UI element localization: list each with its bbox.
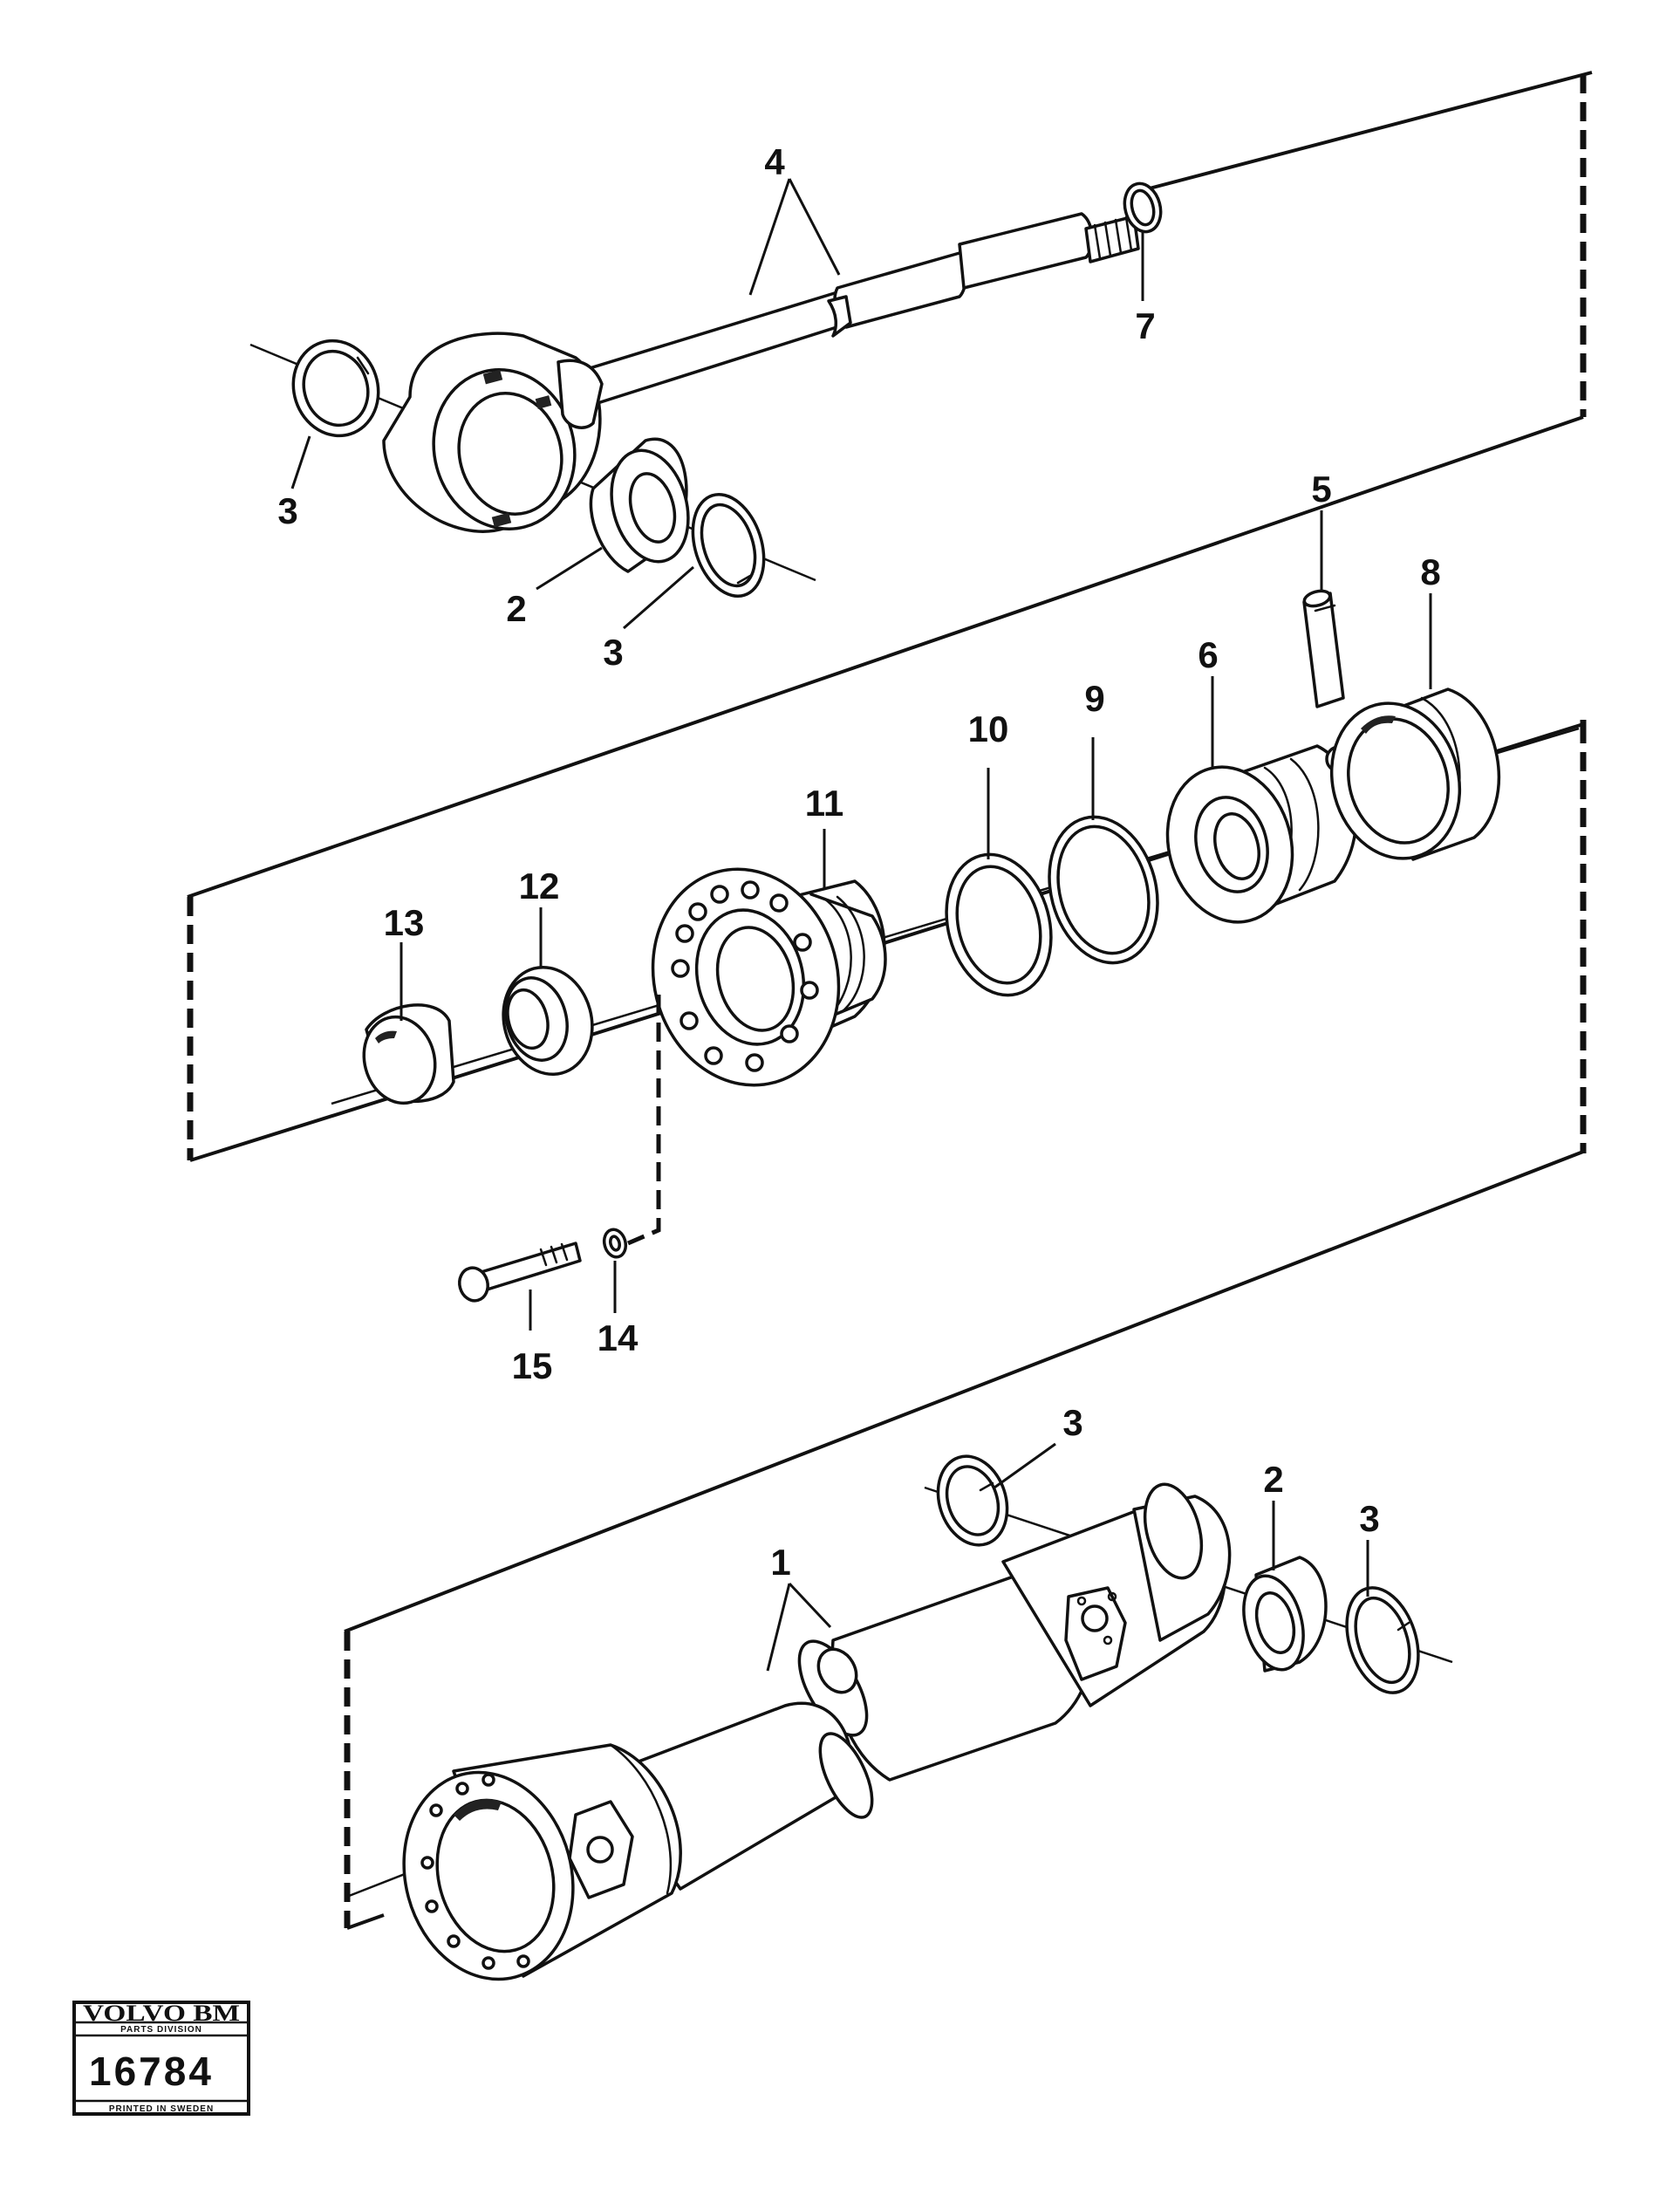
nut-rod xyxy=(1123,181,1163,234)
callout-3-rod-left: 3 xyxy=(277,490,297,531)
cylinder-tube-front xyxy=(402,1701,874,1981)
piston-rod-group: 4 3 2 3 7 xyxy=(187,71,1593,899)
callout-12: 12 xyxy=(519,865,560,906)
callout-7: 7 xyxy=(1135,305,1155,346)
pin-5 xyxy=(1302,589,1345,708)
callout-3-tube-right: 3 xyxy=(1359,1498,1379,1539)
tube-frame-line-top xyxy=(344,1150,1584,1633)
leader-1 xyxy=(766,1582,832,1672)
rod-eye xyxy=(382,332,602,533)
piston-head-group: 5 8 6 9 10 11 12 13 14 15 xyxy=(187,469,1587,1386)
callout-6: 6 xyxy=(1198,634,1218,675)
washer-14 xyxy=(602,1228,628,1259)
callout-8: 8 xyxy=(1420,551,1440,592)
badge-frame xyxy=(72,2001,250,2116)
ring-10 xyxy=(945,852,1053,997)
callout-11: 11 xyxy=(805,783,843,824)
piston-rod xyxy=(557,212,1140,429)
cylinder-head-11 xyxy=(651,867,887,1087)
callout-4: 4 xyxy=(764,141,785,182)
badge-division: PARTS DIVISION xyxy=(120,2025,202,2035)
callout-2-rod: 2 xyxy=(506,588,526,629)
ring-9 xyxy=(1048,815,1159,965)
badge-number: 16784 xyxy=(89,2049,214,2094)
callout-9: 9 xyxy=(1084,678,1104,719)
cylinder-tube-group: 1 3 2 3 xyxy=(344,724,1587,1981)
seal-12 xyxy=(502,965,594,1077)
snap-ring-tube-top xyxy=(936,1454,1009,1547)
leader-3-rod-left xyxy=(290,435,311,489)
snap-ring-rod-left xyxy=(291,339,380,438)
callout-10: 10 xyxy=(968,708,1009,749)
parts-division-badge: VOLVO BM PARTS DIVISION 16784 PRINTED IN… xyxy=(72,2001,250,2116)
tube-frame-line-bottom xyxy=(346,1913,385,1930)
bearing-tube xyxy=(1242,1556,1328,1673)
callout-2-tube: 2 xyxy=(1263,1459,1283,1500)
rod-frame-line-bottom xyxy=(187,415,1584,899)
seal-8 xyxy=(1329,688,1501,861)
wiper-13 xyxy=(362,1003,455,1105)
piston-6 xyxy=(1165,744,1358,924)
screw-dashed-connector xyxy=(627,995,661,1246)
badge-printed: PRINTED IN SWEDEN xyxy=(109,2104,214,2114)
cylinder-tube-rear xyxy=(797,1482,1232,1782)
leader-3-tube-top xyxy=(994,1442,1056,1489)
leader-3-rod-right xyxy=(623,565,694,630)
snap-ring-tube-right xyxy=(1345,1586,1420,1694)
callout-13: 13 xyxy=(384,902,425,943)
callout-3-tube-top: 3 xyxy=(1062,1402,1082,1443)
screw-15 xyxy=(458,1242,582,1303)
callout-15: 15 xyxy=(512,1345,553,1386)
rod-frame-line-top xyxy=(1142,71,1593,192)
bearing-rod xyxy=(589,437,690,573)
snap-ring-rod-right xyxy=(691,492,766,599)
callout-1: 1 xyxy=(770,1542,790,1583)
leader-2-rod xyxy=(536,546,603,591)
callout-14: 14 xyxy=(598,1317,639,1358)
callout-3-rod-right: 3 xyxy=(603,632,623,673)
leader-4 xyxy=(748,178,841,296)
callout-5: 5 xyxy=(1311,469,1331,510)
badge-brand: VOLVO BM xyxy=(83,2001,240,2026)
